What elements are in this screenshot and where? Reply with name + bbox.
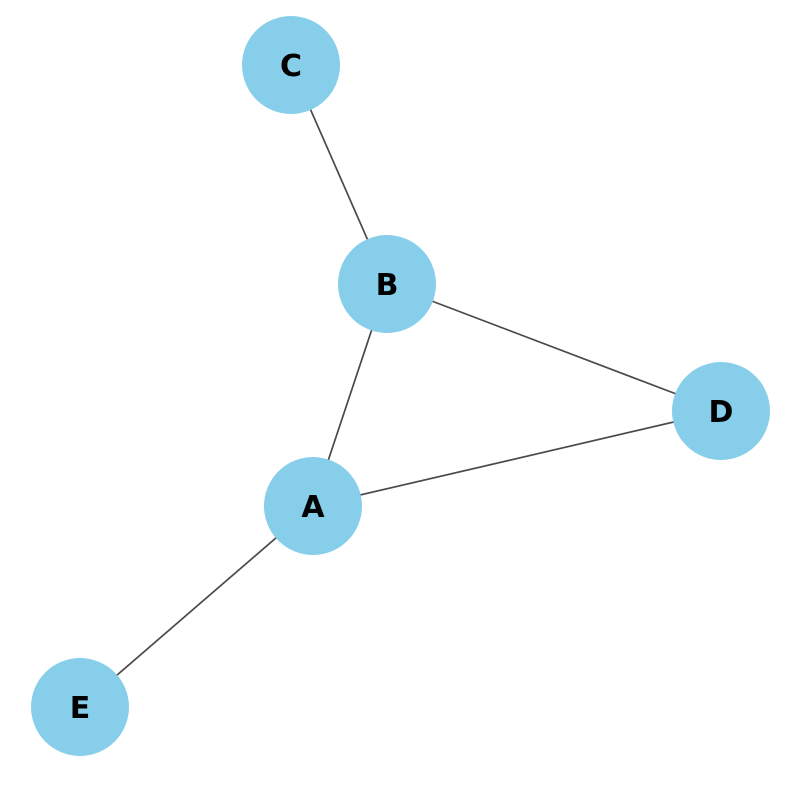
graph-edge-b-d: [386, 283, 722, 412]
graph-node-e: [31, 658, 129, 756]
graph-node-a: [264, 457, 362, 555]
node-layer: [31, 16, 770, 756]
graph-edge-a-e: [79, 505, 314, 708]
graph-node-d: [672, 362, 770, 460]
graph-node-b: [338, 235, 436, 333]
graph-edge-a-d: [312, 410, 722, 507]
graph-node-c: [242, 16, 340, 114]
edge-layer: [79, 64, 722, 708]
